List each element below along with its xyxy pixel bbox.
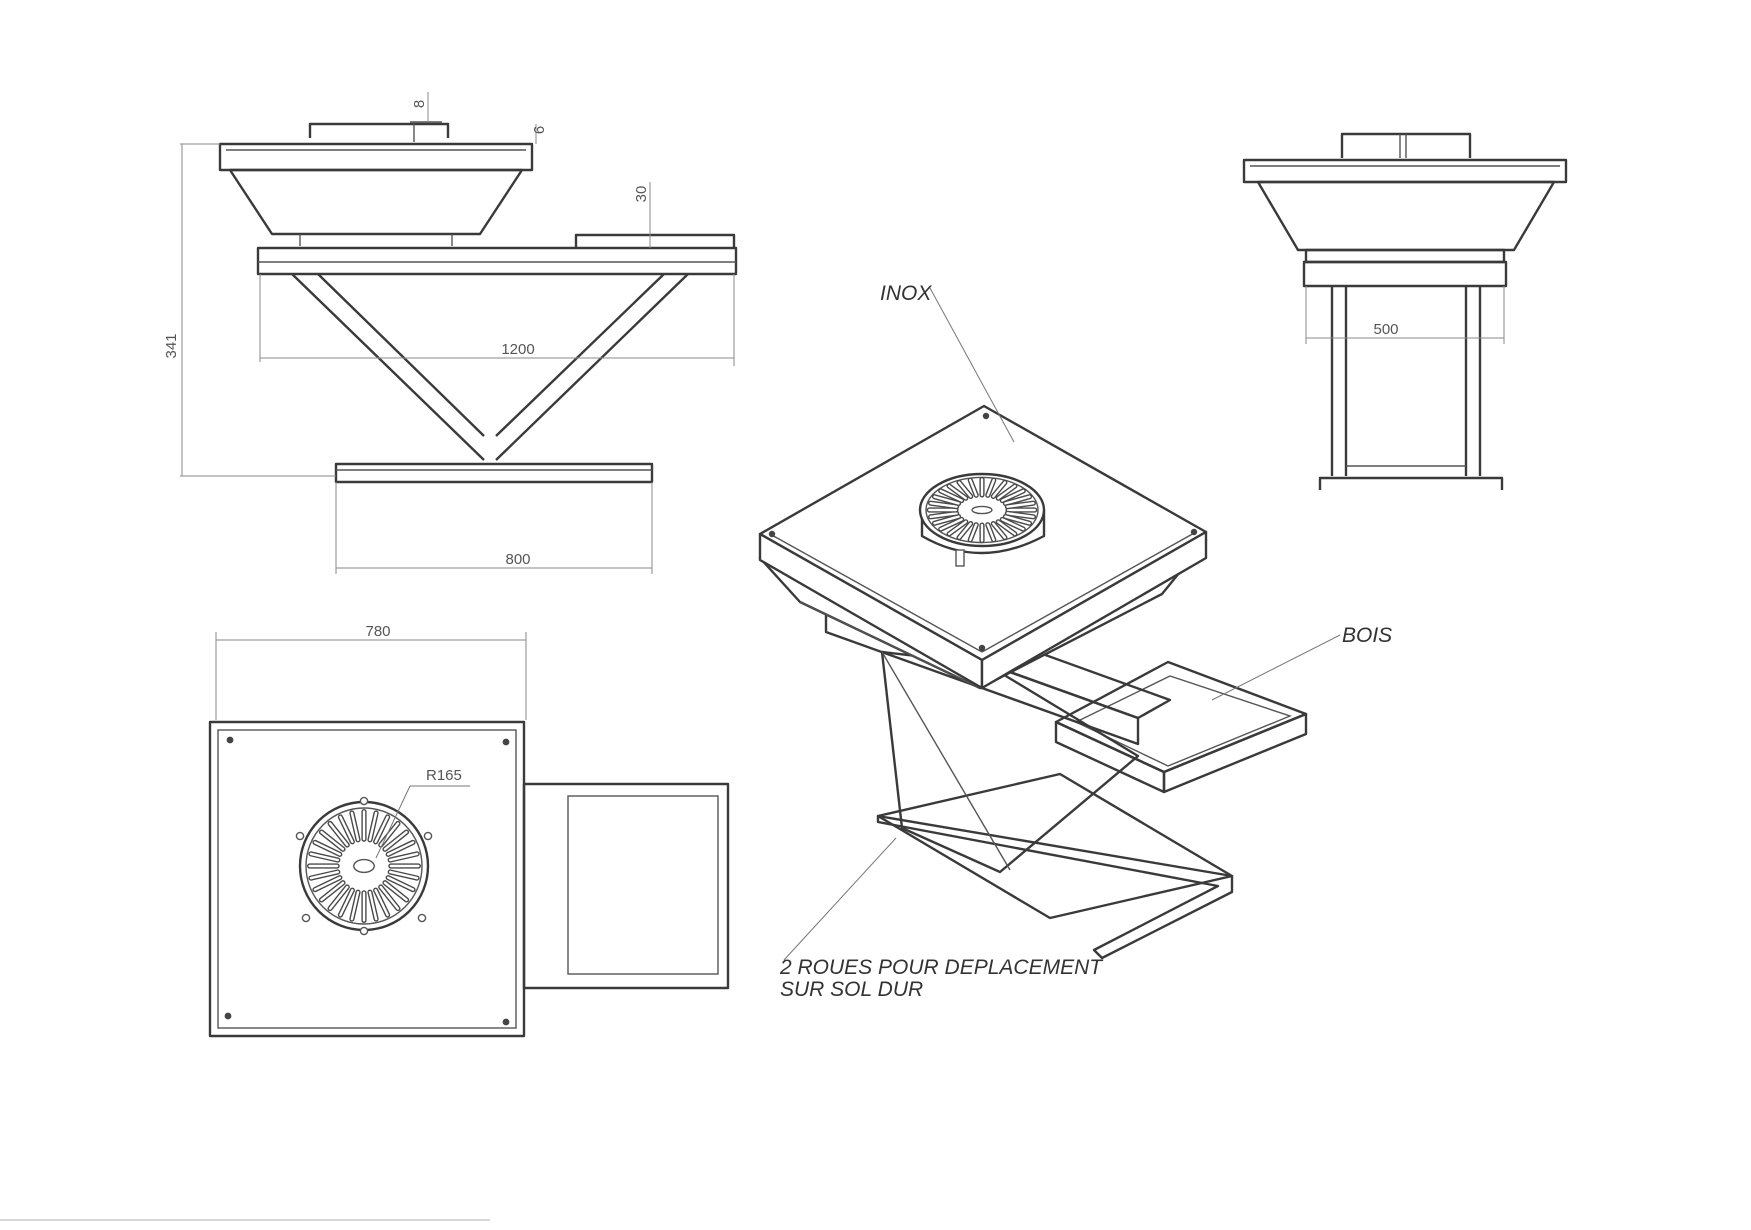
side-bowl [1256,180,1556,252]
dim-side-width: 500 [1373,321,1398,338]
plan-top-plate [208,720,526,1038]
label-wheels-line2: SUR SOL DUR [780,978,923,1001]
dim-grate-radius: R165 [426,767,462,784]
dim-top-length: 1200 [501,341,534,358]
plan-view: 780 R165 [208,623,730,1038]
brazier-bowl [228,168,524,236]
dim-tray-height: 30 [633,186,650,203]
side-beam [1302,260,1508,288]
lid-handle [308,122,450,138]
dim-plan-width: 780 [365,623,390,640]
front-elevation-view: 341 8 6 30 1200 800 [163,92,738,574]
leg-right [495,273,689,461]
iso-grate [918,472,1046,567]
side-elevation-view: 500 [1242,132,1568,490]
iso-base-plate [876,814,1234,960]
brazier-rim [218,142,534,172]
dim-base-length: 800 [505,551,530,568]
plan-wood-tray [522,782,730,990]
iso-wood-tray [1054,660,1308,774]
leg-left [291,273,485,461]
label-inox: INOX [880,282,932,305]
side-rim [1242,158,1568,184]
label-bois: BOIS [1342,624,1392,647]
label-wheels-line1: 2 ROUES POUR DEPLACEMENT [779,956,1104,979]
isometric-view: INOX BOIS 2 ROUES POUR DEPLACEMENT SUR S… [758,282,1392,1001]
side-leg-right [1464,286,1482,476]
wood-tray [574,233,736,248]
dim-lid-thickness: 6 [531,126,548,134]
top-beam [256,246,738,276]
dim-handle-height: 8 [411,100,428,108]
side-leg-left [1330,286,1348,476]
side-base [1318,476,1504,490]
dim-height-total: 341 [163,333,180,358]
base-plate [334,462,654,484]
plan-grate [295,796,433,936]
